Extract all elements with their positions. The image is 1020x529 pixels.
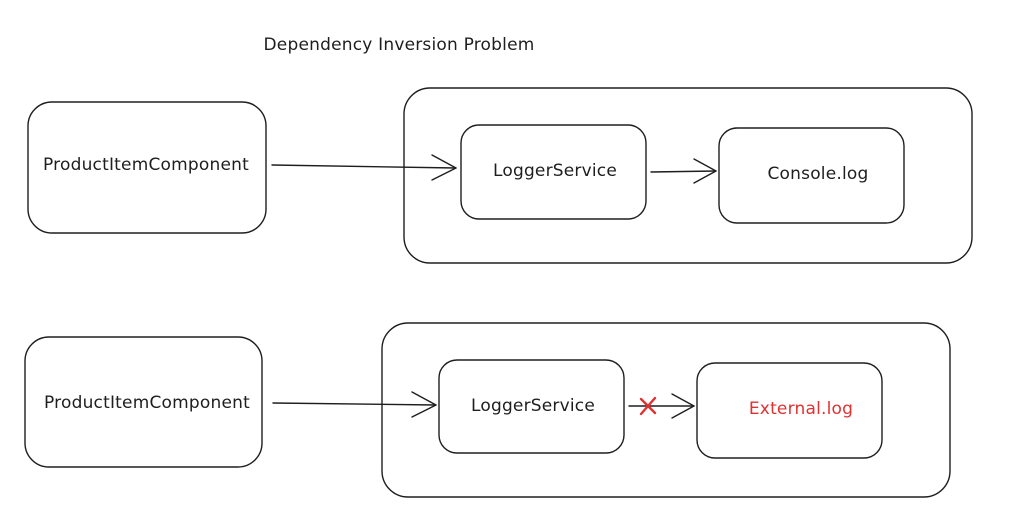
bottom-arrow-client-to-service [272, 391, 437, 418]
top-arrow-client-to-service [271, 154, 457, 181]
bottom-container-box [381, 322, 951, 498]
bottom-target-box [696, 362, 883, 459]
bottom-service-box [438, 359, 625, 454]
bottom-client-label: ProductItemComponent [44, 393, 250, 413]
top-service-label: LoggerService [492, 161, 618, 181]
top-target-label: Console.log [767, 164, 869, 184]
bottom-client-box [24, 336, 263, 468]
bottom-arrow-service-to-target [628, 393, 695, 419]
blocked-x-icon [639, 396, 657, 416]
top-service-box [460, 124, 647, 220]
top-client-label: ProductItemComponent [43, 155, 249, 175]
top-client-box [27, 101, 267, 234]
bottom-target-label: External.log [748, 399, 854, 419]
top-arrow-service-to-target [650, 158, 717, 184]
diagram-title: Dependency Inversion Problem [263, 35, 535, 55]
top-container-box [403, 87, 973, 264]
bottom-service-label: LoggerService [470, 396, 596, 416]
top-target-box [718, 127, 905, 224]
